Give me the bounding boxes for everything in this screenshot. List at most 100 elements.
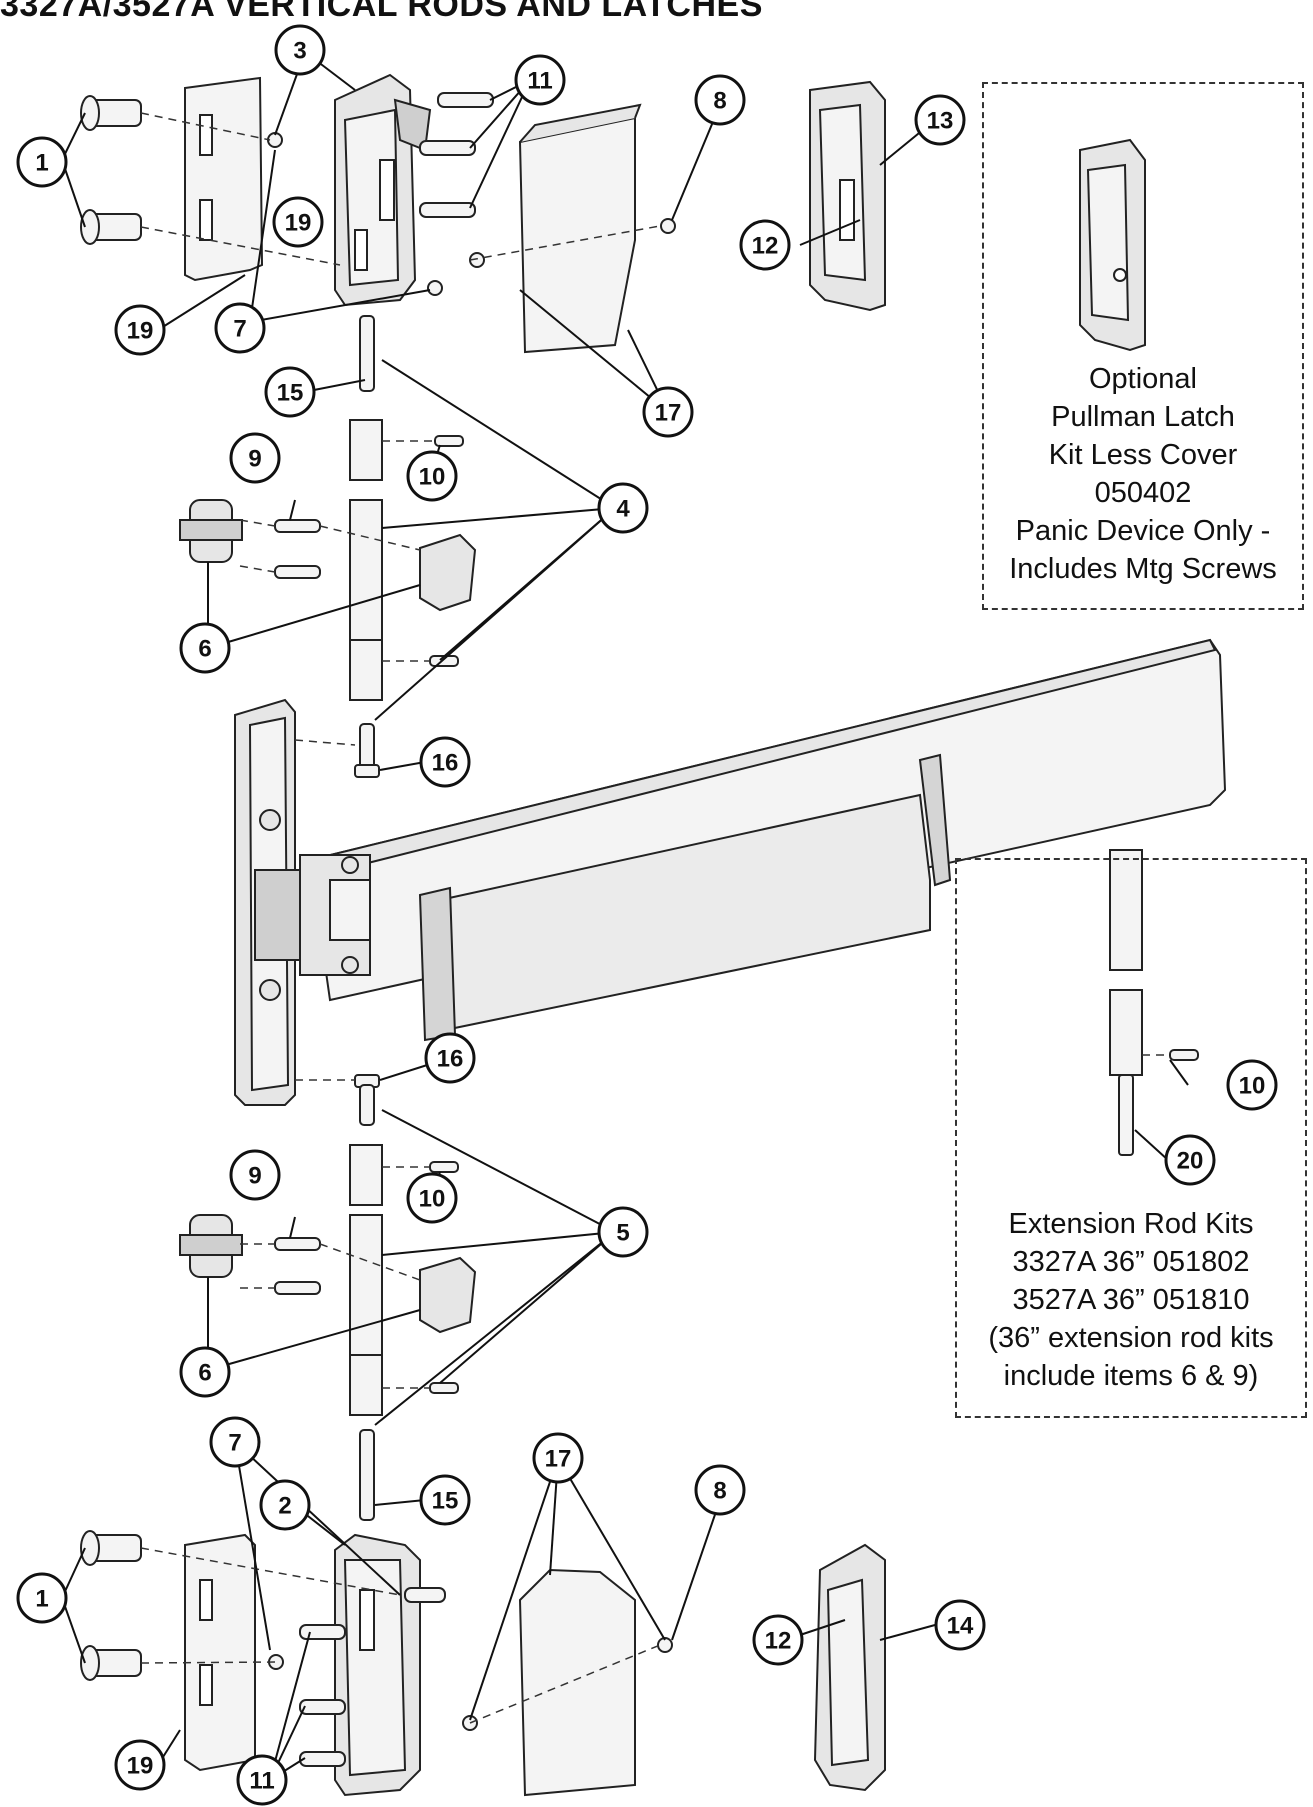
- callout-15-lower: [419, 1474, 471, 1526]
- leader-lines: [61, 51, 1189, 1781]
- svg-text:15: 15: [277, 380, 304, 407]
- extension-kit-line: Extension Rod Kits: [1008, 1208, 1254, 1240]
- callout-1-upper: [16, 136, 68, 188]
- pullman-kit-box: [982, 82, 1304, 610]
- svg-text:17: 17: [545, 1446, 572, 1473]
- extension-kit-line: 3327A 36” 051802: [1012, 1246, 1250, 1278]
- panic-bar-chassis: [234, 698, 371, 1106]
- callout-1-lower: [16, 1572, 68, 1624]
- pullman-kit-text: Optional Pullman Latch Kit Less Cover 05…: [990, 360, 1296, 588]
- upper-strike-screws: [80, 95, 142, 245]
- upper-guide-screws: [274, 435, 464, 667]
- extension-kit-line: 3527A 36” 051810: [1012, 1284, 1250, 1316]
- svg-text:19: 19: [127, 1753, 154, 1780]
- svg-text:4: 4: [616, 496, 630, 523]
- projection-lines: [140, 112, 1170, 1724]
- callout-8-upper: [694, 74, 746, 126]
- callout-9-upper: [229, 432, 281, 484]
- upper-rod-guide: [179, 499, 477, 612]
- svg-text:6: 6: [198, 636, 211, 663]
- svg-text:9: 9: [248, 446, 261, 473]
- extension-kit-line: include items 6 & 9): [1003, 1360, 1259, 1392]
- svg-text:5: 5: [616, 1220, 629, 1247]
- svg-text:15: 15: [432, 1488, 459, 1515]
- callout-6-upper: [179, 622, 231, 674]
- svg-text:6: 6: [198, 1360, 211, 1387]
- callout-11-lower: [236, 1754, 288, 1806]
- callout-2: [259, 1479, 311, 1531]
- svg-text:11: 11: [249, 1768, 274, 1795]
- upper-latch-pins: [267, 92, 676, 296]
- callout-17-lower: [532, 1432, 584, 1484]
- svg-text:1: 1: [35, 150, 48, 177]
- svg-text:1: 1: [35, 1586, 48, 1613]
- svg-text:13: 13: [927, 108, 954, 135]
- callout-3: [274, 24, 326, 76]
- svg-text:17: 17: [655, 400, 682, 427]
- pullman-kit-line: Kit Less Cover: [1048, 439, 1238, 471]
- callout-19-upper-a: [272, 196, 324, 248]
- pullman-kit-line: Includes Mtg Screws: [1009, 553, 1277, 585]
- callout-7-lower: [209, 1416, 261, 1468]
- upper-cover: [518, 103, 642, 354]
- callout-numbers: 1 3 11 8 13 19 12 19 7 15 17 9 10 4 6 16…: [35, 38, 1265, 1795]
- callout-10-lower: [406, 1172, 458, 1224]
- svg-text:11: 11: [527, 68, 552, 95]
- svg-text:8: 8: [713, 88, 726, 115]
- panic-bar: [308, 638, 1227, 1042]
- lower-rod-guide: [179, 1214, 477, 1334]
- svg-text:16: 16: [432, 750, 459, 777]
- svg-text:19: 19: [127, 318, 154, 345]
- lower-strike-screws: [80, 1530, 142, 1681]
- callout-9-lower: [229, 1149, 281, 1201]
- pullman-kit-line: Panic Device Only -: [1015, 515, 1271, 547]
- lower-latch-pins: [268, 1587, 673, 1767]
- diagram-title: 3327A/3527A VERTICAL RODS AND LATCHES: [0, 0, 763, 24]
- upper-rod-assembly: [349, 315, 383, 778]
- optional-pullman-latch: [809, 80, 886, 312]
- svg-text:14: 14: [947, 1613, 974, 1640]
- callout-12-upper: [739, 219, 791, 271]
- pullman-kit-line: Pullman Latch: [1051, 401, 1235, 433]
- svg-text:7: 7: [228, 1430, 241, 1457]
- callout-19-upper-b: [114, 304, 166, 356]
- callout-8-lower: [694, 1464, 746, 1516]
- callout-16-upper: [419, 736, 471, 788]
- svg-text:2: 2: [278, 1493, 291, 1520]
- callout-16-lower: [424, 1032, 476, 1084]
- callout-13: [914, 94, 966, 146]
- svg-text:10: 10: [419, 1186, 446, 1213]
- svg-text:12: 12: [752, 233, 779, 260]
- svg-text:20: 20: [1177, 1148, 1204, 1175]
- callout-4: [597, 482, 649, 534]
- upper-strike-plate: [184, 76, 264, 282]
- callout-5: [597, 1206, 649, 1258]
- svg-text:10: 10: [419, 464, 446, 491]
- svg-text:10: 10: [1239, 1073, 1266, 1100]
- pullman-latch-kit-illustration: [1079, 138, 1146, 352]
- callout-19-lower: [114, 1739, 166, 1791]
- callout-10-upper: [406, 450, 458, 502]
- svg-text:16: 16: [437, 1046, 464, 1073]
- callout-17-upper: [642, 386, 694, 438]
- svg-text:9: 9: [248, 1163, 261, 1190]
- lower-cover: [518, 1568, 636, 1797]
- callout-20: [1164, 1134, 1216, 1186]
- extension-rod-illustration: [1109, 849, 1199, 1156]
- lower-latch-body: [334, 1533, 421, 1797]
- lower-rod-assembly: [349, 1074, 383, 1521]
- extension-kit-text: Extension Rod Kits 3327A 36” 051802 3527…: [962, 1205, 1300, 1395]
- svg-text:19: 19: [285, 210, 312, 237]
- callout-12-lower: [752, 1614, 804, 1666]
- callout-15-upper: [264, 366, 316, 418]
- callout-11-upper: [514, 54, 566, 106]
- svg-text:12: 12: [765, 1628, 792, 1655]
- svg-text:8: 8: [713, 1478, 726, 1505]
- callout-bubbles: [16, 24, 1278, 1806]
- callout-6-lower: [179, 1346, 231, 1398]
- lower-optional-latch: [813, 1543, 886, 1792]
- pullman-kit-line: 050402: [1094, 477, 1192, 509]
- callout-10-ext: [1226, 1059, 1278, 1111]
- pullman-kit-line: Optional: [1088, 363, 1197, 395]
